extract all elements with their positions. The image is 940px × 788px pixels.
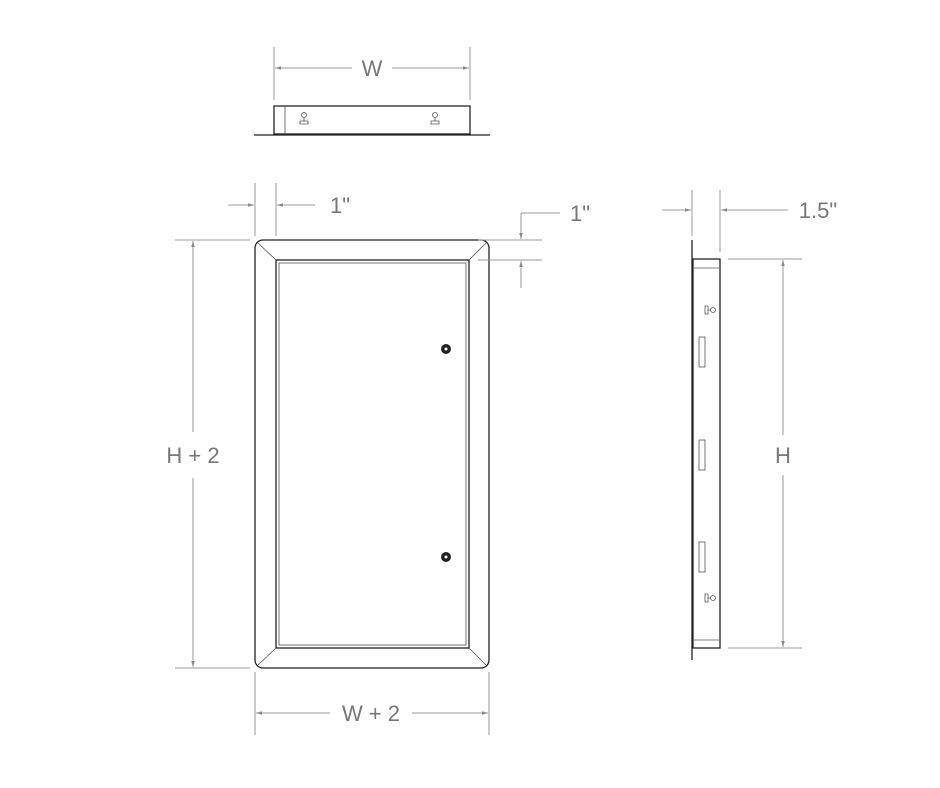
- hinge-icon: [430, 112, 440, 125]
- hinge-icon: [704, 593, 716, 603]
- hinge-icon: [299, 112, 309, 125]
- top-view: W: [254, 47, 490, 136]
- dimension-label-w: W: [362, 56, 383, 81]
- side-view: 1.5" H: [662, 190, 837, 660]
- dimension-label-depth: 1.5": [799, 198, 837, 223]
- front-view: 1" 1" H + 2 W + 2: [166, 183, 590, 735]
- dimension-label-height: H: [775, 443, 791, 468]
- dimension-label-top-border: 1": [570, 201, 590, 226]
- hinge-icon: [704, 305, 716, 315]
- dimension-label-overall-width: W + 2: [342, 701, 400, 726]
- dimension-label-overall-height: H + 2: [166, 443, 219, 468]
- dimension-label-side-border: 1": [330, 193, 350, 218]
